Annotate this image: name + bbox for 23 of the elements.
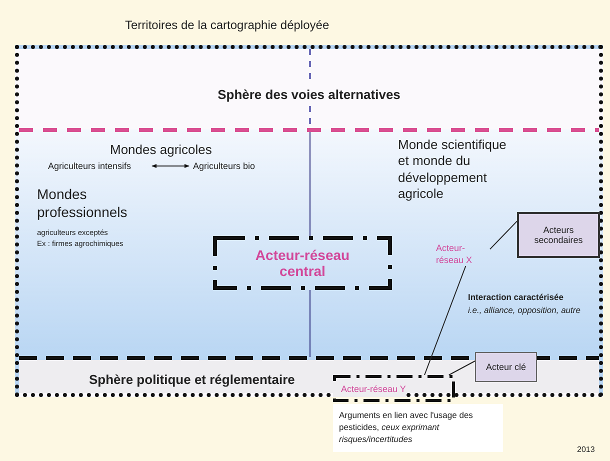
leader-line xyxy=(490,220,518,250)
arrow xyxy=(152,164,190,168)
actor-network-box xyxy=(333,375,455,402)
text-label: Monde scientifique et monde du développement agricole xyxy=(398,137,508,202)
sphere-title: Sphère des voies alternatives xyxy=(218,86,400,102)
actor-network-box xyxy=(213,236,392,290)
actor-network-name: Acteur-réseau central xyxy=(254,247,351,279)
text-label: Interaction caractérisée xyxy=(468,292,564,303)
text-label: Mondes professionnels xyxy=(37,186,128,221)
text-label: Mondes agricoles xyxy=(110,142,212,158)
text-label: i.e., alliance, opposition, autre xyxy=(468,305,580,316)
text-label: 2013 xyxy=(577,445,595,455)
actor-network-label: Acteur-réseau X xyxy=(436,242,490,266)
actor-label: Agriculteurs intensifs xyxy=(48,160,148,172)
frame-title: Territoires de la cartographie déployée xyxy=(125,18,330,32)
leader-line xyxy=(448,360,476,376)
legend-box: Acteurs secondaires xyxy=(517,212,600,258)
legend-box: Acteur clé xyxy=(475,352,537,382)
note-box: Arguments en lien avec l'usage des pesticides, ceux exprimant risques/incertitudes xyxy=(333,404,503,452)
actor-network-name: Acteur-réseau Y xyxy=(333,380,406,396)
sphere-title: Sphère politique et réglementaire xyxy=(88,371,295,387)
leader-line xyxy=(424,266,466,376)
actor-label: Agriculteurs bio xyxy=(193,160,273,172)
